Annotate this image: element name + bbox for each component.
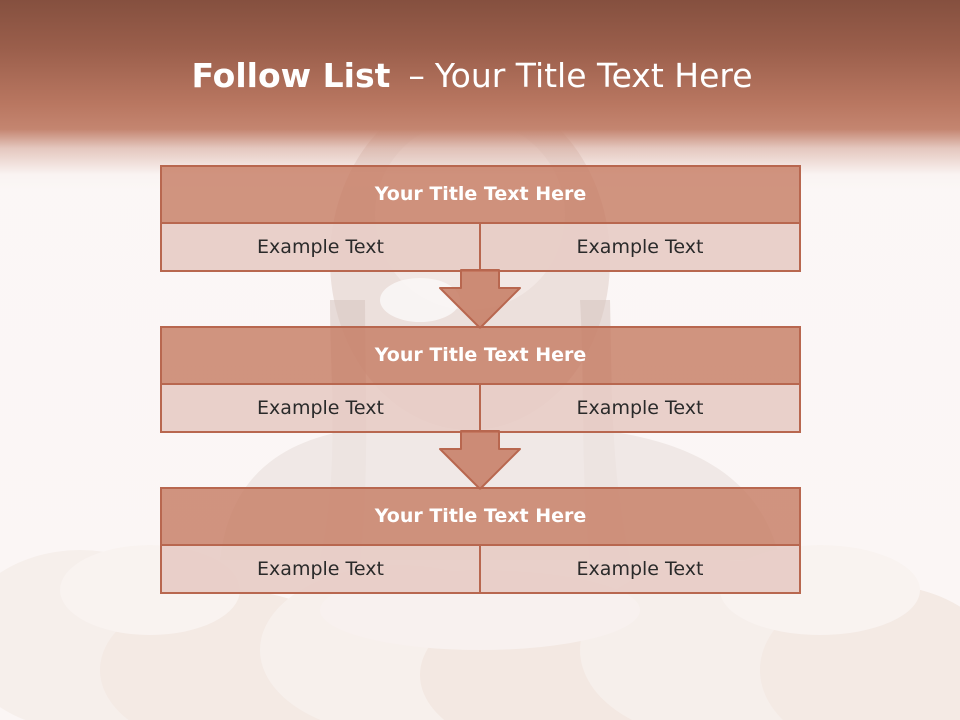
header-band <box>0 0 960 190</box>
block-title: Your Title Text Here <box>160 326 801 385</box>
block-cell-right: Example Text <box>479 383 801 433</box>
block-cell-left: Example Text <box>160 383 481 433</box>
down-arrow-icon <box>439 430 521 490</box>
list-block-3: Your Title Text Here Example Text Exampl… <box>160 487 801 594</box>
list-block-2: Your Title Text Here Example Text Exampl… <box>160 326 801 433</box>
block-cell-right: Example Text <box>479 544 801 594</box>
title-bold: Follow List <box>191 56 391 95</box>
block-cell-left: Example Text <box>160 222 481 272</box>
block-cell-left: Example Text <box>160 544 481 594</box>
title-dash: – <box>408 56 425 95</box>
block-title: Your Title Text Here <box>160 165 801 224</box>
list-block-1: Your Title Text Here Example Text Exampl… <box>160 165 801 272</box>
title-rest: Your Title Text Here <box>434 56 753 95</box>
block-cell-right: Example Text <box>479 222 801 272</box>
slide-title: Follow List–Your Title Text Here <box>0 56 944 95</box>
down-arrow-icon <box>439 269 521 329</box>
block-title: Your Title Text Here <box>160 487 801 546</box>
